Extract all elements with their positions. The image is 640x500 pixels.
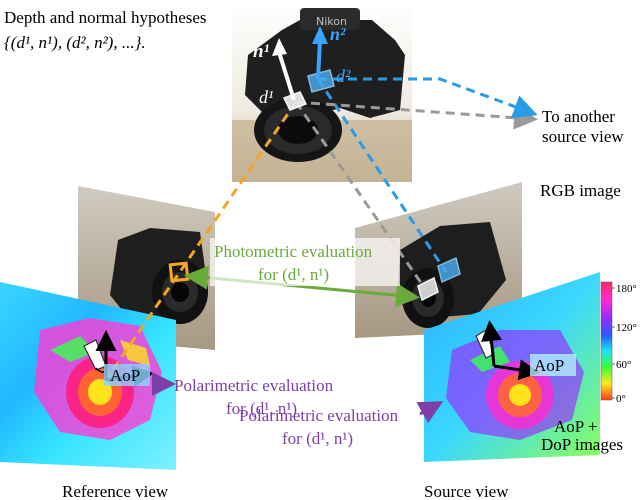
rgb-image-label: RGB image [540,181,621,200]
to-another-line2: source view [542,127,624,146]
label-n2: n² [330,24,346,44]
label-n1: n¹ [253,41,270,62]
polarimetric-src-line2: for (d¹, n¹) [282,429,353,448]
hypotheses-set: {(d¹, n¹), (d², n²), ...}. [4,33,146,52]
aop-label-reference: AoP [110,366,140,385]
source-view-label: Source view [424,482,509,500]
normal-n2-arrow [318,40,320,79]
aop-label-source: AoP [534,356,564,375]
aop-colorbar: 180° 120° 60° 0° [601,282,637,405]
label-d1: d¹ [259,87,273,107]
hypotheses-title: Depth and normal hypotheses [4,8,207,27]
polarimetric-src-line1: Polarimetric evaluation [239,406,399,425]
label-d2: d² [336,66,351,86]
reference-view-label: Reference view [62,482,169,500]
colorbar-tick-0: 0° [616,393,626,405]
photometric-line2: for (d¹, n¹) [258,265,329,284]
aop-dop-line1: AoP + [554,417,597,436]
colorbar-tick-120: 120° [616,322,637,334]
polarimetric-ref-line1: Polarimetric evaluation [174,376,334,395]
aop-dop-line2: DoP images [541,435,623,454]
colorbar-tick-180: 180° [616,283,637,295]
colorbar-tick-60: 60° [616,359,631,371]
to-another-line1: To another [542,107,615,126]
photometric-line1: Photometric evaluation [214,242,373,261]
